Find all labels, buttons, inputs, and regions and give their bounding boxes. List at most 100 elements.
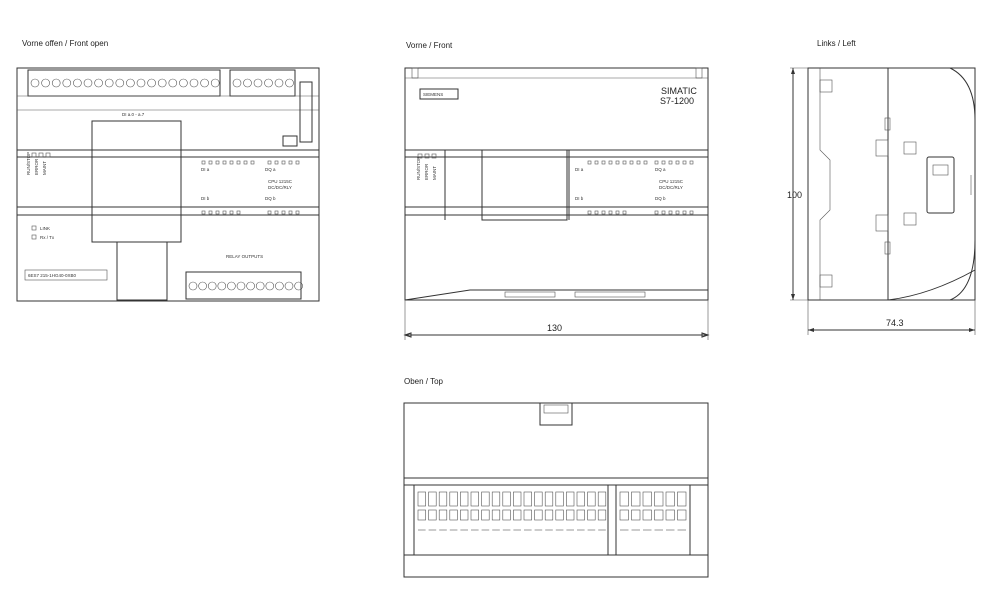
status-led bbox=[201, 160, 206, 165]
front-model-label-1: CPU 1215C bbox=[659, 179, 684, 184]
front-open-di-header: DI a.0 - a.7 bbox=[122, 112, 145, 117]
terminal-screw bbox=[94, 78, 103, 88]
status-led bbox=[274, 160, 279, 165]
top-view bbox=[403, 402, 709, 578]
terminal-screw bbox=[198, 281, 207, 291]
brand-simatic: SIMATIC bbox=[661, 86, 697, 96]
terminal-slot bbox=[449, 491, 458, 507]
terminal-screw bbox=[217, 281, 227, 291]
status-led bbox=[215, 210, 220, 215]
terminal-screw bbox=[255, 281, 265, 291]
terminal-slot bbox=[677, 491, 687, 507]
terminal-screw bbox=[236, 281, 246, 291]
terminal-screw bbox=[264, 78, 273, 88]
top-latch bbox=[539, 403, 573, 426]
status-led bbox=[601, 160, 606, 165]
front-view: SIEMENS SIMATIC S7-1200 RUN/STOP ERROR M… bbox=[403, 67, 710, 340]
brand-s7-1200: S7-1200 bbox=[660, 96, 694, 106]
left-outline bbox=[807, 67, 976, 301]
front-open-error-label: ERROR bbox=[34, 158, 39, 175]
terminal-screw bbox=[189, 78, 199, 88]
front-led-row-upper bbox=[587, 160, 694, 165]
status-led bbox=[661, 160, 666, 165]
front-open-di-b-label: DI b bbox=[201, 196, 210, 201]
front-outline bbox=[404, 67, 709, 301]
bottom-terminal-screws bbox=[188, 281, 303, 291]
top-terminal-block-right bbox=[615, 484, 691, 556]
terminal-slot bbox=[481, 491, 490, 507]
status-led bbox=[229, 160, 234, 165]
front-open-run-stop-label: RUN/STOP bbox=[26, 152, 31, 175]
front-maint-label: MAINT bbox=[432, 166, 437, 180]
terminal-slot bbox=[555, 491, 564, 507]
front-open-view-label: Vorne offen / Front open bbox=[22, 39, 108, 48]
terminal-screw bbox=[147, 78, 156, 88]
front-open-maint-label: MAINT bbox=[42, 161, 47, 175]
front-open-rxtx-label: Rx / Tx bbox=[40, 235, 55, 240]
status-led bbox=[295, 160, 300, 165]
status-led bbox=[608, 210, 613, 215]
top-view-label: Oben / Top bbox=[404, 377, 444, 386]
front-open-led-row-upper bbox=[201, 160, 300, 165]
top-view-terminals-left bbox=[417, 491, 607, 531]
front-open-model-label-1: CPU 1215C bbox=[268, 179, 293, 184]
terminal-screw bbox=[275, 281, 284, 291]
front-dq-b-label: DQ b bbox=[655, 196, 666, 201]
left-view: 100 74.3 bbox=[787, 67, 976, 335]
status-led bbox=[682, 210, 687, 215]
front-open-di-a-label: DI a bbox=[201, 167, 210, 172]
terminal-screw bbox=[265, 281, 275, 291]
terminal-screw bbox=[210, 78, 220, 88]
terminal-slot bbox=[513, 491, 522, 507]
status-led bbox=[267, 160, 272, 165]
status-led bbox=[594, 210, 599, 215]
front-open-dq-b-label: DQ b bbox=[265, 196, 276, 201]
terminal-screw bbox=[284, 281, 294, 291]
left-view-label: Links / Left bbox=[817, 39, 856, 48]
status-led bbox=[281, 210, 286, 215]
terminal-slot bbox=[438, 491, 448, 507]
memory-card-slot bbox=[91, 120, 182, 243]
status-led bbox=[615, 210, 620, 215]
status-led bbox=[236, 160, 241, 165]
terminal-screw bbox=[126, 78, 135, 88]
status-led bbox=[622, 160, 627, 165]
status-led bbox=[668, 160, 673, 165]
status-led bbox=[295, 210, 300, 215]
status-led bbox=[675, 210, 680, 215]
terminal-screw bbox=[115, 78, 125, 88]
front-di-b-label: DI b bbox=[575, 196, 584, 201]
status-led bbox=[682, 160, 687, 165]
status-led bbox=[222, 210, 227, 215]
terminal-screw bbox=[179, 78, 188, 88]
terminal-slot bbox=[576, 491, 585, 507]
terminal-screw bbox=[136, 78, 146, 88]
terminal-slot bbox=[544, 491, 554, 507]
status-led bbox=[622, 210, 627, 215]
terminal-screw bbox=[30, 78, 40, 88]
front-model-label-2: DC/DC/RLY bbox=[659, 185, 683, 190]
ethernet-port bbox=[116, 241, 168, 301]
status-led bbox=[629, 160, 634, 165]
status-led bbox=[236, 210, 241, 215]
terminal-screw bbox=[41, 78, 50, 88]
front-open-model-label-2: DC/DC/RLY bbox=[268, 185, 292, 190]
status-led bbox=[675, 160, 680, 165]
terminal-screw bbox=[227, 281, 236, 291]
status-led bbox=[587, 160, 592, 165]
status-led bbox=[643, 160, 648, 165]
front-run-stop-label: RUN/STOP bbox=[416, 157, 421, 180]
terminal-slot bbox=[665, 491, 675, 507]
siemens-logo bbox=[419, 88, 459, 100]
status-led bbox=[288, 210, 293, 215]
terminal-screw bbox=[200, 78, 209, 88]
top-terminal-screws-left bbox=[30, 78, 220, 88]
terminal-screw bbox=[274, 78, 284, 88]
front-open-led-row-lower bbox=[201, 210, 300, 215]
terminal-screw bbox=[232, 78, 242, 88]
terminal-slot bbox=[597, 491, 607, 507]
height-dimension-value: 100 bbox=[787, 190, 802, 200]
status-led bbox=[601, 210, 606, 215]
terminal-screw bbox=[188, 281, 198, 291]
status-led bbox=[654, 210, 659, 215]
